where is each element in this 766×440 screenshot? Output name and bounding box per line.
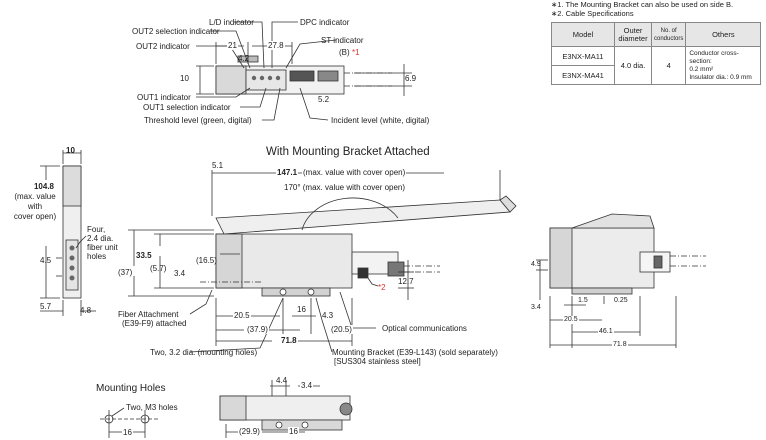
dim-4-2: 4.2: [238, 54, 250, 63]
bracket-dim-37: (37): [118, 268, 133, 277]
label-out2-selection: OUT2 selection indicator: [132, 27, 220, 36]
label-out1: OUT1 indicator: [137, 93, 191, 102]
others-line-1: Conductor cross-section:: [689, 49, 739, 65]
right-dim-4-9: 4.9: [531, 261, 541, 268]
holes-note-4: holes: [87, 252, 107, 261]
label-side-b: (B): [339, 48, 350, 57]
note2-mark: *2: [378, 283, 386, 292]
side-dim-note-3: cover open): [13, 212, 57, 221]
note-2: ∗2. Cable Specifications: [551, 9, 634, 18]
bracket-dim-33-5: 33.5: [136, 251, 152, 260]
bracket-dim-16: 16: [296, 305, 307, 314]
optical-comm-label: Optical communications: [382, 324, 467, 333]
bracket-dim-20-5: 20.5: [233, 311, 251, 320]
bracket-dim-16-5: (16.5): [196, 256, 217, 265]
cell-model: E3NX-MA11: [551, 46, 615, 66]
cable-spec-table: Model Outer diameter No. of conductors O…: [551, 22, 762, 85]
dim-5-2: 5.2: [318, 95, 330, 104]
side-view-amplifier: [40, 150, 96, 316]
side-dim-4-8: 4.8: [80, 306, 92, 315]
th-model: Model: [551, 22, 615, 47]
mounting-holes-m3: Two, M3 holes: [126, 403, 178, 412]
dim-10: 10: [180, 74, 189, 83]
mh-dim-3-4: 3.4: [300, 381, 314, 390]
label-ld: L/D indicator: [209, 18, 254, 27]
th-outer: Outer diameter: [614, 22, 652, 47]
notes-block: ∗1. The Mounting Bracket can also be use…: [551, 0, 763, 18]
cell-conductors: 4: [650, 46, 687, 85]
side-dim-note-2: with: [27, 202, 43, 211]
bracket-dim-37-9: (37.9): [246, 325, 269, 334]
table-row: E3NX-MA41: [551, 65, 761, 85]
bracket-label-2: [SUS304 stainless steel]: [334, 357, 421, 366]
others-line-3: Insulator dia.: 0.9 mm: [689, 73, 752, 81]
bracket-title: With Mounting Bracket Attached: [266, 146, 430, 158]
bracket-dim-5-1: 5.1: [212, 161, 224, 170]
side-dim-note-1: (max. value: [14, 192, 56, 201]
bracket-dim-147-1: 147.1: [276, 168, 299, 177]
table-header-row: Model Outer diameter No. of conductors O…: [551, 22, 762, 47]
mh-dim-4-4: 4.4: [276, 376, 288, 385]
label-threshold: Threshold level (green, digital): [144, 116, 252, 125]
right-dim-0-25: 0.25: [614, 297, 628, 304]
mh-dim-29-9: (29.9): [238, 427, 261, 436]
side-dim-5-7: 5.7: [40, 302, 52, 311]
table-row: E3NX-MA11 4.0 dia. 4 Conductor cross-sec…: [551, 46, 762, 85]
mounting-holes-view: [100, 380, 353, 438]
note-1: ∗1. The Mounting Bracket can also be use…: [551, 0, 734, 9]
right-dim-46-1: 46.1: [598, 328, 614, 336]
bracket-view-amplifier: [128, 170, 517, 353]
mounting-holes-label: Two, 3.2 dia. (mounting holes): [150, 348, 258, 357]
label-out2: OUT2 indicator: [136, 42, 190, 51]
bracket-dim-4-3: 4.3: [322, 311, 334, 320]
others-line-2: 0.2 mm²: [689, 65, 714, 73]
side-dim-4-5: 4.5: [40, 256, 52, 265]
bracket-label-1: Mounting Bracket (E39-L143) (sold separa…: [332, 348, 498, 357]
dim-6-9: 6.9: [405, 74, 417, 83]
mounting-holes-title: Mounting Holes: [96, 383, 166, 394]
side-dim-10: 10: [66, 146, 75, 155]
right-dim-20-5: 20.5: [563, 316, 579, 324]
mh-dim-16: 16: [122, 428, 133, 437]
cell-others: Conductor cross-section: 0.2 mm² Insulat…: [685, 46, 762, 85]
bracket-dim-170: 170° (max. value with cover open): [284, 183, 406, 192]
right-dim-71-8: 71.8: [612, 341, 628, 349]
right-dim-3-4: 3.4: [531, 304, 541, 311]
holes-note-3: fiber unit: [87, 243, 118, 252]
th-others: Others: [685, 22, 762, 47]
fiber-attachment-1: Fiber Attachment: [118, 310, 179, 319]
dim-27-8: 27.8: [267, 41, 285, 50]
bracket-dim-12-7: 12.7: [398, 277, 414, 286]
dim-21: 21: [227, 41, 238, 50]
bracket-dim-147-1-note: (max. value with cover open): [302, 168, 407, 177]
holes-note-1: Four,: [87, 225, 106, 234]
holes-note-2: 2.4 dia.: [87, 234, 114, 243]
note1-mark: *1: [352, 48, 360, 57]
bracket-dim-71-8: 71.8: [280, 336, 298, 345]
label-out1-selection: OUT1 selection indicator: [143, 103, 231, 112]
bracket-dim-3-4: 3.4: [174, 269, 186, 278]
cell-model: E3NX-MA41: [551, 65, 615, 85]
right-view-amplifier: [536, 213, 706, 348]
label-dpc: DPC indicator: [300, 18, 350, 27]
bracket-dim-5-7: (5.7): [150, 264, 167, 273]
th-conductors: No. of conductors: [650, 22, 687, 47]
mh-dim-16b: 16: [288, 427, 299, 436]
cell-outer: 4.0 dia.: [614, 46, 652, 85]
fiber-attachment-2: (E39-F9) attached: [122, 319, 187, 328]
bracket-dim-20-5p: (20.5): [330, 325, 353, 334]
right-dim-1-5: 1.5: [578, 297, 588, 304]
label-incident: Incident level (white, digital): [331, 116, 430, 125]
side-dim-104-8: 104.8: [33, 182, 55, 191]
label-st: ST indicator: [321, 36, 364, 45]
top-view-amplifier: [196, 21, 412, 121]
